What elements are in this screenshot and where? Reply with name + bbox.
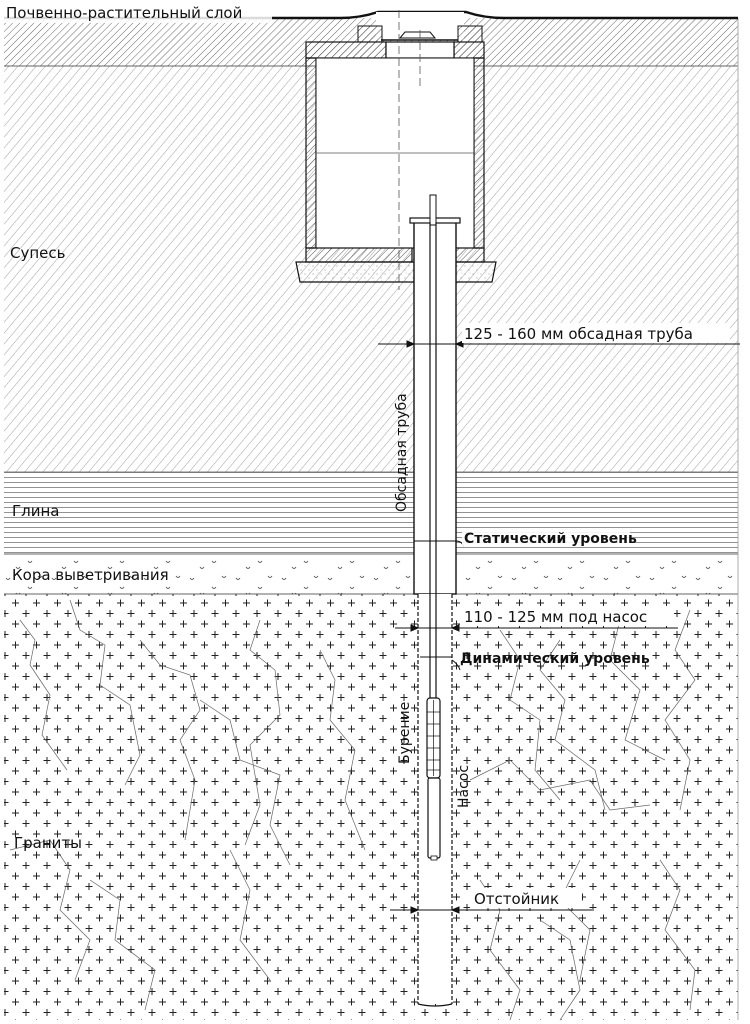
granite-cracks xyxy=(9,599,696,1021)
label-granite: Граниты xyxy=(14,834,82,852)
label-dynamic-level: Динамический уровень xyxy=(460,651,650,667)
label-weathering-crust: Кора выветривания xyxy=(12,566,169,584)
label-clay: Глина xyxy=(12,502,59,520)
pump xyxy=(426,697,441,861)
label-soil: Почвенно-растительный слой xyxy=(6,4,242,22)
layer-granite xyxy=(4,594,738,1020)
label-pump: Насос xyxy=(456,765,472,808)
label-sump: Отстойник xyxy=(474,890,559,908)
layer-weathering-crust xyxy=(4,554,738,594)
label-static-level: Статический уровень xyxy=(464,531,637,547)
label-sandy-loam: Супесь xyxy=(10,244,65,262)
label-pump-diameter: 110 - 125 мм под насос xyxy=(464,608,647,626)
label-casing-diameter: 125 - 160 мм обсадная труба xyxy=(464,325,693,343)
label-drilling: Бурение xyxy=(397,702,413,764)
label-casing-pipe: Обсадная труба xyxy=(394,393,410,512)
dimension-lines xyxy=(378,340,740,914)
caisson xyxy=(295,10,497,290)
